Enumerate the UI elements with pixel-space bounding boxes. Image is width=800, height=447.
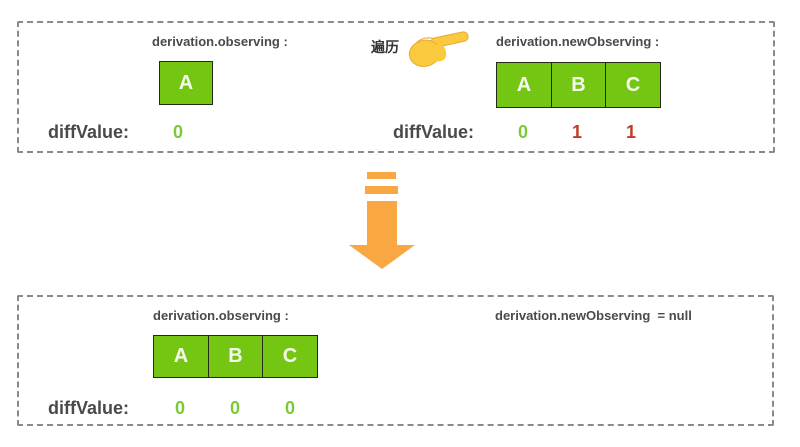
top-left-diffvalue-label: diffValue:	[48, 122, 130, 142]
diff-value: 1	[625, 122, 636, 142]
bottom-observing-label: derivation.observing :	[153, 308, 289, 323]
bottom-diffvalue-label: diffValue:	[48, 398, 130, 418]
diff-value: 1	[571, 122, 582, 142]
observing-item-box: C	[262, 335, 318, 378]
diff-value: 0	[229, 398, 240, 418]
backhand-index-pointing-right-icon	[408, 31, 469, 67]
top-new-observing-label: derivation.newObserving :	[496, 34, 660, 49]
observing-item-box: A	[153, 335, 209, 378]
new-observing-item-box: B	[550, 62, 607, 108]
diff-value: 0	[517, 122, 528, 142]
top-right-diffvalue-label: diffValue:	[393, 122, 475, 142]
top-observing-boxes: A	[159, 61, 213, 105]
diff-value: 0	[284, 398, 295, 418]
diff-value: 0	[172, 122, 183, 142]
bottom-new-observing-null-label: derivation.newObserving = null	[495, 308, 692, 323]
top-observing-label: derivation.observing :	[152, 34, 288, 49]
observing-item-box: A	[159, 61, 213, 105]
bottom-state-panel	[17, 295, 774, 426]
top-new-observing-boxes: A B C	[496, 62, 661, 108]
observing-item-box: B	[207, 335, 264, 378]
diff-value: 0	[174, 398, 185, 418]
traverse-label: 遍历	[371, 39, 399, 55]
new-observing-item-box: C	[605, 62, 661, 108]
bottom-observing-boxes: A B C	[153, 335, 318, 378]
new-observing-item-box: A	[496, 62, 552, 108]
top-state-panel	[17, 21, 775, 153]
